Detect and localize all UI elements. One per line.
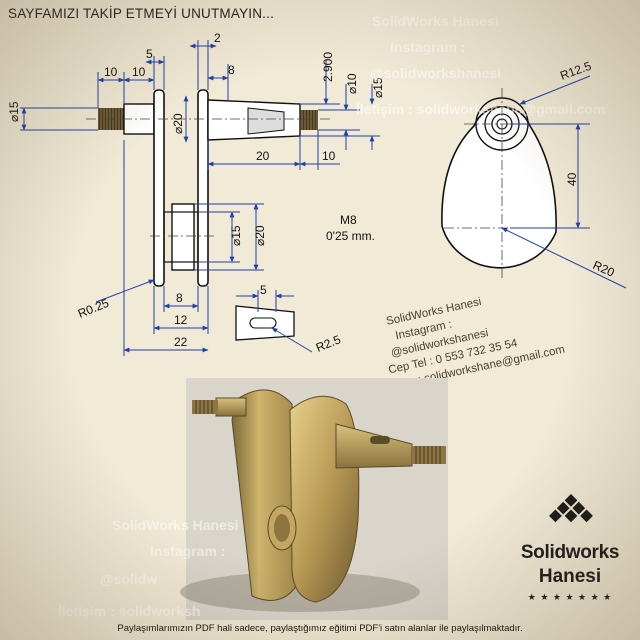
dim-d20-lower: ⌀20	[253, 225, 267, 246]
svg-text:SolidWorks Hanesi: SolidWorks Hanesi	[372, 13, 499, 29]
dim-r125: R12.5	[558, 59, 593, 83]
dim-5-key: 5	[260, 283, 267, 297]
svg-text:Instagram :: Instagram :	[390, 39, 465, 55]
dim-d20-upper: ⌀20	[171, 113, 185, 134]
logo-subtitle: Hanesi	[538, 566, 602, 587]
right-thread	[300, 110, 318, 130]
crank-pin	[171, 203, 195, 271]
dim-d15-left: ⌀15	[7, 101, 21, 122]
dim-r25: R2.5	[314, 332, 343, 355]
thread-note-m8: M8	[340, 213, 357, 227]
dim-8-bottom: 8	[176, 291, 183, 305]
key-detail-view	[235, 290, 313, 353]
solidworks-hanesi-logo: Solidworks Hanesi ★ ★ ★ ★ ★ ★ ★	[505, 488, 635, 618]
dim-5: 5	[146, 47, 153, 61]
front-dimension-lines	[20, 40, 380, 356]
dim-r20: R20	[591, 258, 617, 280]
contact-watermark: SolidWorks Hanesi Instagram : @solidwork…	[379, 296, 566, 395]
3d-render	[180, 378, 448, 620]
dim-22: 22	[174, 335, 188, 349]
dim-d10: ⌀10	[345, 73, 359, 94]
svg-text:SolidWorks Hanesi: SolidWorks Hanesi	[112, 517, 239, 533]
svg-text:İletişim : solidworkshane@gmai: İletişim : solidworkshane@gmail.com	[356, 101, 605, 117]
dim-10-b: 10	[132, 65, 146, 79]
keyway-slot	[247, 107, 285, 135]
faint-watermark-bottom: SolidWorks Hanesi Instagram : @solidw İl…	[58, 517, 239, 619]
dim-2: 2	[214, 31, 221, 45]
dim-2900: 2.900	[321, 52, 335, 82]
dim-40: 40	[565, 172, 579, 186]
side-view	[441, 75, 627, 289]
dim-20: 20	[256, 149, 270, 163]
logo-emblem-icon	[549, 494, 593, 523]
dim-12: 12	[174, 313, 188, 327]
right-crank-plate	[197, 89, 209, 287]
crank-pin-body	[163, 211, 199, 263]
svg-text:İletişim : solidworksh: İletişim : solidworksh	[58, 603, 200, 619]
svg-text:Instagram :: Instagram :	[150, 543, 225, 559]
footer-notice: Paylaşımlarımızın PDF hali sadece, payla…	[117, 623, 523, 634]
logo-stars: ★ ★ ★ ★ ★ ★ ★	[527, 592, 613, 602]
dim-10-c: 10	[322, 149, 336, 163]
svg-text:@solidw: @solidw	[100, 571, 157, 587]
logo-title: Solidworks	[520, 542, 620, 563]
dim-d15-lower: ⌀15	[229, 225, 243, 246]
front-view	[86, 89, 330, 287]
thread-note-pitch: 0'25 mm.	[326, 229, 375, 243]
left-crank-plate	[153, 89, 165, 287]
page-header-text: SAYFAMIZI TAKİP ETMEYİ UNUTMAYIN...	[8, 6, 275, 21]
crank-side-profile	[441, 105, 557, 269]
dim-r025: R0.25	[76, 296, 111, 321]
svg-text:@solidworkshanesi: @solidworkshanesi	[370, 65, 501, 81]
dim-10-a: 10	[104, 65, 118, 79]
dim-8-top: 8	[228, 63, 235, 77]
dim-d15-right: ⌀15	[371, 77, 385, 98]
faint-watermark-top: SolidWorks Hanesi Instagram : @solidwork…	[356, 13, 605, 117]
